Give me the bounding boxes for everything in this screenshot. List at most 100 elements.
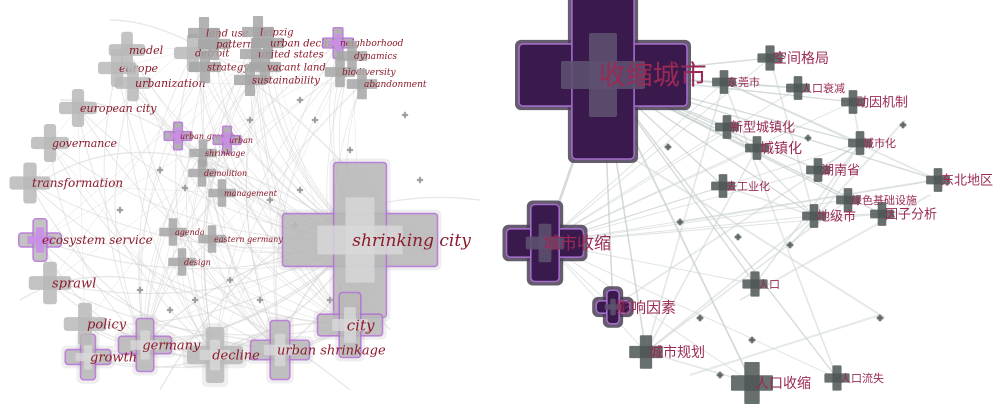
- node-label: decline: [212, 349, 260, 364]
- left-edge: [49, 142, 216, 356]
- node-label: ecosystem service: [42, 233, 153, 247]
- node-dongbei-diqu: 东北地区: [926, 168, 993, 192]
- node-label: urban growth: [180, 132, 236, 141]
- minor-node: [346, 146, 354, 154]
- node-label: governance: [52, 137, 118, 150]
- right-edge: [544, 242, 753, 384]
- node-label: shrinkage: [205, 149, 246, 158]
- node-label: neighborhood: [340, 39, 404, 49]
- minor-node: [876, 314, 884, 322]
- node-label: 城市化: [863, 136, 896, 150]
- right-edge: [723, 81, 838, 379]
- right-edge: [544, 199, 849, 244]
- left-edge: [204, 79, 251, 356]
- left-edge: [77, 107, 216, 356]
- node-label: model: [129, 44, 164, 57]
- minor-node: [166, 306, 174, 314]
- right-keyword-network: 收缩城市城市收缩影响因素城市规划人口收缩人口流失人口空间格局东莞市人口衰减动因机…: [502, 0, 993, 404]
- node-dongguan-shi: 东莞市: [712, 70, 760, 94]
- node-yinzi-fenxi: 因子分析: [870, 202, 937, 226]
- node-label: policy: [87, 318, 127, 333]
- node-label: 人口衰减: [801, 81, 845, 95]
- minor-node: [748, 336, 756, 344]
- node-decline: decline: [183, 323, 260, 387]
- left-edge: [213, 43, 351, 326]
- right-edge: [813, 142, 861, 217]
- node-label: 因子分析: [885, 208, 937, 223]
- node-chengshi-shousuo: 城市收缩: [502, 200, 611, 286]
- left-edge: [39, 55, 353, 241]
- minor-node: [416, 176, 424, 184]
- node-design: design: [168, 248, 211, 276]
- left-edge: [49, 66, 206, 284]
- left-edge: [226, 139, 351, 326]
- node-label: land use: [206, 29, 249, 40]
- node-label: 收缩城市: [599, 60, 707, 91]
- left-edge: [226, 42, 339, 141]
- node-xinxing-chengzhenhua: 新型城镇化: [715, 115, 795, 139]
- node-label: 空间格局: [773, 51, 829, 67]
- minor-node: [226, 276, 234, 284]
- left-edge: [125, 49, 216, 356]
- right-edge: [723, 81, 939, 181]
- left-edge: [39, 53, 257, 241]
- node-label: 东北地区: [941, 174, 993, 189]
- left-edge: [214, 83, 363, 356]
- left-edge: [29, 182, 351, 326]
- node-sprawl: sprawl: [28, 261, 96, 305]
- left-edge: [211, 83, 363, 240]
- node-city: city: [313, 288, 387, 362]
- left-edge: [77, 107, 86, 325]
- node-label: urban shrinkage: [277, 344, 386, 359]
- node-sustainability: sustainability: [234, 64, 320, 96]
- node-label: 人口流失: [840, 371, 884, 385]
- node-label: 新型城镇化: [730, 120, 795, 136]
- minor-node: [676, 218, 684, 226]
- node-policy: policy: [63, 302, 127, 346]
- left-edge: [49, 142, 146, 346]
- minor-node: [191, 296, 199, 304]
- right-edge: [739, 194, 931, 301]
- node-label: strategy: [207, 63, 249, 74]
- node-shrinking-city: shrinking city: [278, 158, 471, 322]
- node-renkou: 人口: [742, 271, 780, 297]
- node-label: dynamics: [354, 52, 397, 62]
- node-governance: governance: [31, 124, 118, 162]
- node-growth: growth: [61, 330, 137, 384]
- node-label: urbanization: [135, 77, 206, 90]
- node-urban-shrinkage: urban shrinkage: [246, 316, 386, 384]
- left-edge: [84, 172, 203, 325]
- node-label: biodiversity: [342, 68, 397, 78]
- left-edge: [177, 53, 257, 137]
- right-edge: [645, 147, 758, 353]
- node-label: 动因机制: [856, 96, 908, 111]
- node-label: city: [347, 316, 375, 334]
- minor-node: [804, 134, 812, 142]
- node-transformation: transformation: [9, 162, 123, 204]
- node-label: 城市收缩: [543, 234, 611, 254]
- node-label: design: [184, 258, 211, 267]
- node-label: 人口收缩: [755, 376, 811, 392]
- node-label: germany: [142, 339, 201, 354]
- right-edge: [645, 215, 815, 353]
- left-edge: [140, 66, 206, 346]
- left-edge: [138, 32, 205, 346]
- right-edge: [544, 215, 815, 244]
- left-edge: [114, 82, 146, 346]
- minor-node: [116, 206, 124, 214]
- node-label: leipzig: [260, 28, 294, 39]
- left-edge: [77, 107, 351, 326]
- minor-node: [296, 96, 304, 104]
- left-edge: [126, 49, 351, 326]
- node-urban: urban: [212, 125, 253, 155]
- node-biodiversity: biodiversity: [324, 56, 397, 88]
- node-renkou-shuaijian: 人口衰减: [786, 76, 845, 100]
- minor-node: [401, 111, 409, 119]
- left-edge: [29, 182, 216, 356]
- right-edge: [789, 119, 906, 246]
- node-chengshihua: 城市化: [848, 131, 896, 155]
- right-edge: [544, 101, 854, 244]
- left-edge: [255, 53, 351, 326]
- node-label: united states: [258, 50, 324, 61]
- minor-node: [899, 121, 907, 129]
